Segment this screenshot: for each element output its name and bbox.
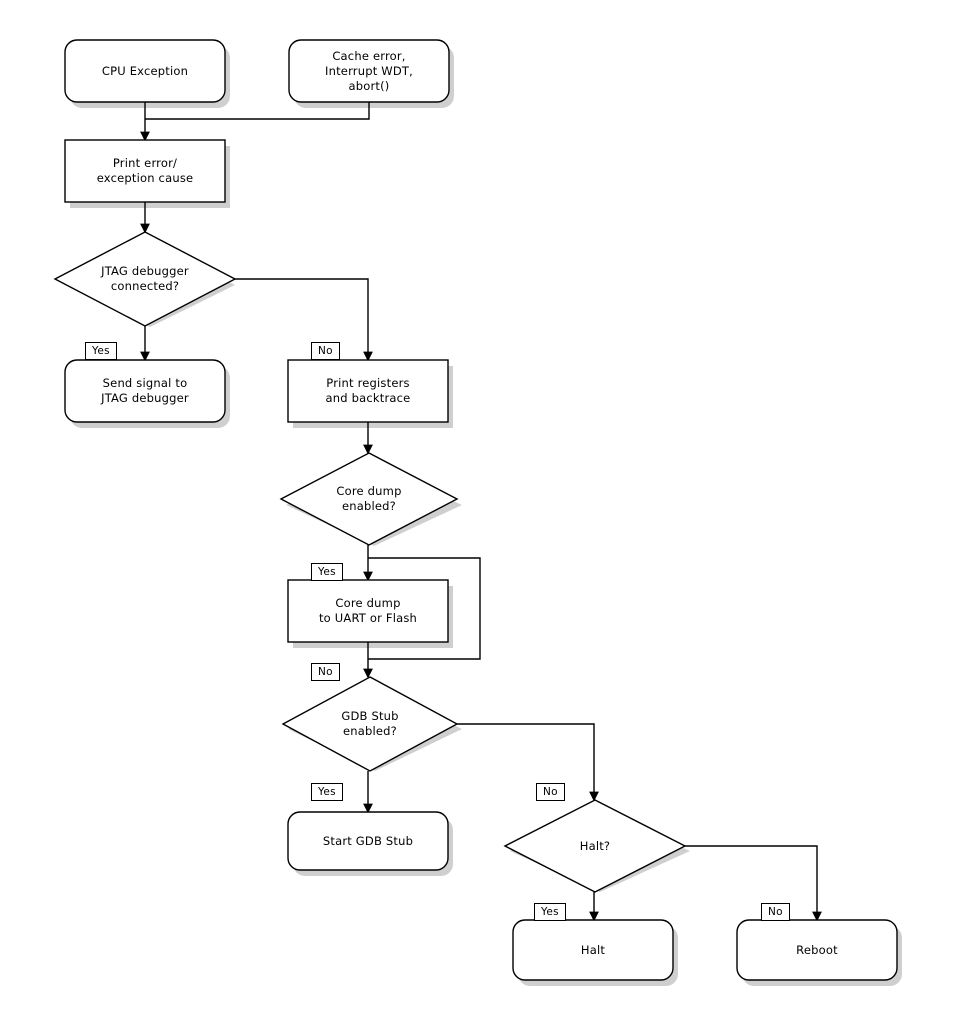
node-core-dump-question (279, 452, 459, 546)
node-print-registers (287, 359, 449, 423)
edge-label-halt-no: No (761, 903, 790, 921)
node-jtag-connected (53, 231, 237, 327)
edge-label-gdbstub-no: No (536, 783, 565, 801)
node-cache-error (288, 39, 450, 103)
edge-label-coredump-no: No (311, 663, 340, 681)
node-print-error (64, 139, 226, 203)
edge-label-jtag-no: No (311, 342, 340, 360)
edge-label-coredump-yes: Yes (311, 563, 343, 581)
edge-label-gdbstub-yes: Yes (311, 783, 343, 801)
node-cpu-exception (64, 39, 226, 103)
node-halt (512, 919, 674, 981)
node-reboot (736, 919, 898, 981)
node-start-gdb-stub (287, 811, 449, 871)
edge-cache-to-print (145, 102, 370, 120)
edge-halt-no (685, 845, 822, 922)
node-halt-question (503, 799, 687, 893)
node-gdb-stub-question (281, 676, 459, 772)
node-send-signal (64, 359, 226, 423)
edge-gdb-no (457, 723, 599, 802)
edge-coredump-no-bypass (368, 557, 481, 660)
edge-label-halt-yes: Yes (534, 903, 566, 921)
edge-jtag-no (235, 278, 373, 362)
node-core-dump-do (287, 579, 449, 643)
edge-label-jtag-yes: Yes (85, 342, 117, 360)
